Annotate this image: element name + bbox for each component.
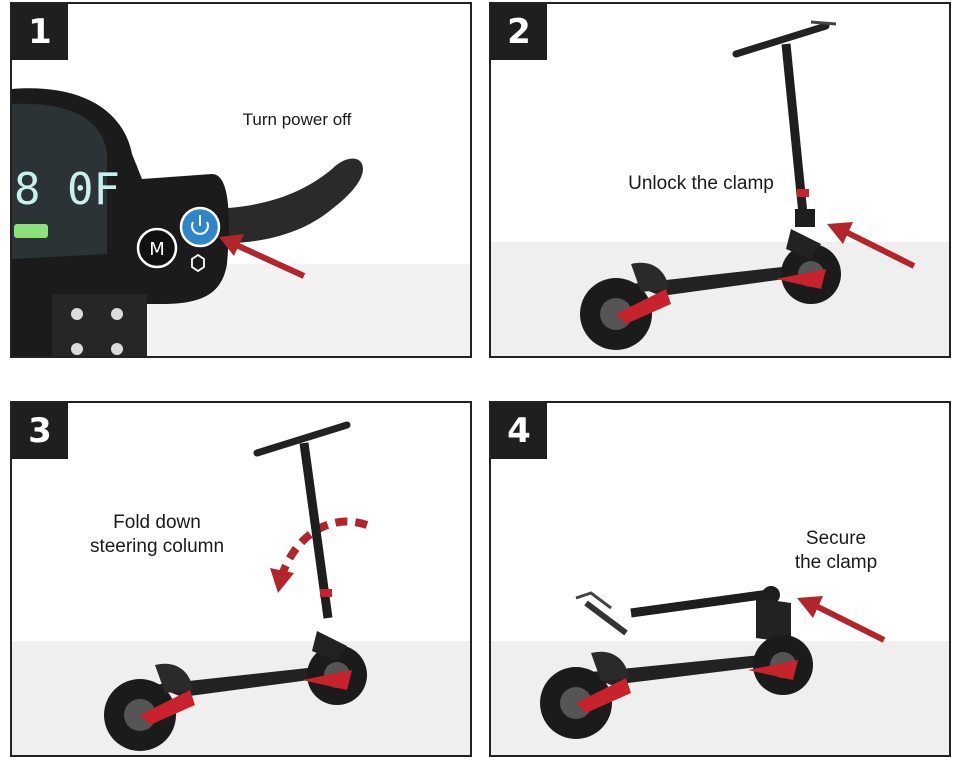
handlebar-display-illustration: 8 0F M (12, 88, 470, 356)
scooter-fold-illustration (12, 421, 470, 755)
step-3-caption-line2: steering column (89, 536, 225, 557)
step-3-caption: Fold down steering column (72, 511, 242, 559)
step-4-number: 4 (491, 403, 547, 459)
step-2-panel: 2 Unlock the clamp (489, 2, 951, 358)
step-1-panel: 1 Turn power off 8 0F M (10, 2, 472, 358)
battery-icon (14, 224, 48, 238)
hexagon-icon (191, 253, 205, 273)
step-3-panel: 3 Fold down steering column (10, 401, 472, 757)
step-2-caption: Unlock the clamp (628, 173, 774, 194)
scooter-unlock-illustration (491, 20, 949, 356)
pointer-arrow-icon (812, 602, 886, 643)
power-button-icon (179, 206, 221, 248)
scooter-folded-illustration (491, 586, 949, 755)
step-4-panel: 4 Secure the clamp (489, 401, 951, 757)
step-4-caption-line2: the clamp (794, 552, 878, 573)
step-4-caption: Secure the clamp (756, 527, 916, 575)
step-2-number: 2 (491, 4, 547, 60)
step-4-caption-line1: Secure (805, 528, 867, 549)
step-3-caption-line1: Fold down (113, 512, 201, 533)
mode-button-label: M (149, 239, 165, 260)
pointer-arrow-icon (232, 241, 306, 279)
display-readout: 8 0F (14, 164, 120, 215)
pointer-arrow-icon (842, 228, 916, 269)
step-1-caption: Turn power off (242, 110, 352, 129)
mode-button-icon (136, 227, 178, 269)
step-1-number: 1 (12, 4, 68, 60)
step-3-number: 3 (12, 403, 68, 459)
